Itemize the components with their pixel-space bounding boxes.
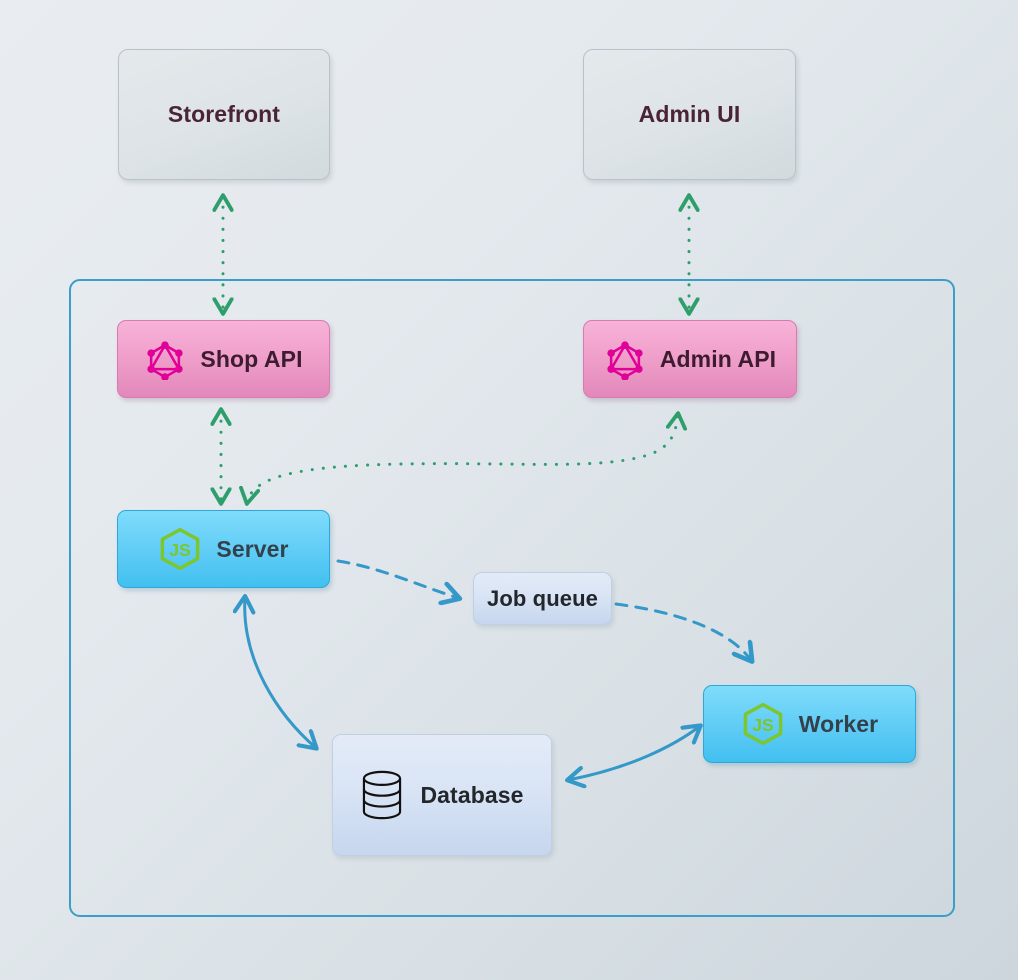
server-boundary xyxy=(69,279,955,917)
node-shop-api[interactable]: Shop API xyxy=(117,320,330,398)
database-icon xyxy=(360,769,404,821)
node-database-label: Database xyxy=(420,781,524,808)
node-admin-api[interactable]: Admin API xyxy=(583,320,797,398)
nodejs-icon: JS xyxy=(158,527,202,571)
graphql-icon xyxy=(604,338,646,380)
nodejs-icon: JS xyxy=(741,702,785,746)
node-admin-ui-label: Admin UI xyxy=(638,101,741,127)
node-database[interactable]: Database xyxy=(332,734,552,856)
node-job-queue[interactable]: Job queue xyxy=(473,572,612,625)
node-admin-ui[interactable]: Admin UI xyxy=(583,49,796,180)
svg-text:JS: JS xyxy=(752,715,774,735)
svg-text:JS: JS xyxy=(170,540,192,560)
node-worker[interactable]: JS Worker xyxy=(703,685,916,763)
node-storefront[interactable]: Storefront xyxy=(118,49,330,180)
node-server-label: Server xyxy=(216,535,289,562)
node-storefront-label: Storefront xyxy=(167,101,281,127)
node-server[interactable]: JS Server xyxy=(117,510,330,588)
node-job-queue-label: Job queue xyxy=(487,585,598,611)
graphql-icon xyxy=(144,338,186,380)
node-shop-api-label: Shop API xyxy=(200,345,303,372)
node-worker-label: Worker xyxy=(798,710,879,737)
node-admin-api-label: Admin API xyxy=(659,345,777,372)
